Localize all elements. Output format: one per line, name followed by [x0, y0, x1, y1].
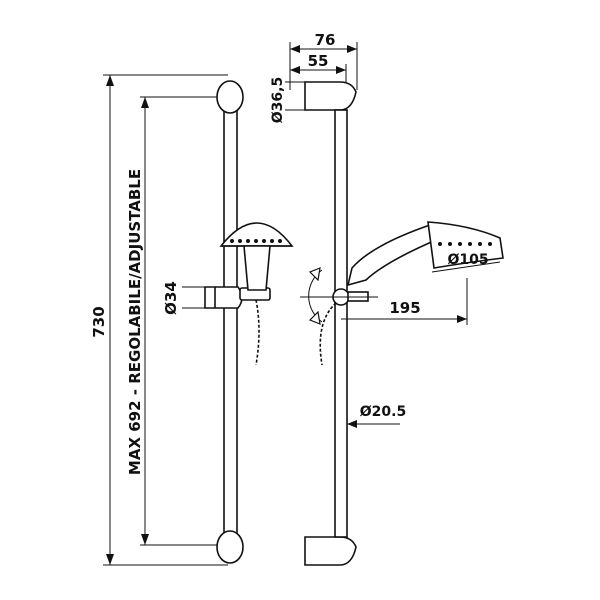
slider-holder — [204, 286, 243, 309]
label-total-height: 730 — [90, 306, 108, 337]
shower-head-side — [427, 221, 504, 269]
side-view: 76 55 Ø36,5 Ø20.5 Ø105 — [270, 31, 504, 566]
hose-front — [255, 299, 260, 366]
nozzles-front — [230, 239, 282, 243]
hose-side — [319, 302, 337, 366]
shower-handle-front — [243, 245, 271, 291]
label-bracket-width: 76 — [315, 31, 336, 49]
bottom-bracket — [216, 530, 244, 564]
slide-bar — [223, 94, 238, 551]
label-head-diameter: Ø105 — [447, 252, 488, 268]
dim-arrow-top — [106, 75, 114, 86]
label-arm-length: 195 — [389, 299, 420, 317]
label-bracket-center: 55 — [308, 52, 329, 70]
label-slider-diameter: Ø34 — [162, 281, 180, 315]
nozzles-side — [438, 242, 492, 246]
label-bracket-diameter: Ø36,5 — [270, 77, 286, 123]
front-view: 730 MAX 692 - REGOLABILE/ADJUSTABLE Ø34 — [90, 74, 294, 566]
dim-arrow-bottom — [106, 554, 114, 565]
label-bar-diameter: Ø20.5 — [360, 404, 406, 420]
top-bracket-side — [304, 81, 357, 111]
dim-arrow-adj-bottom — [141, 534, 149, 545]
dim-arrow-adj-top — [141, 97, 149, 108]
slide-bar-side — [334, 109, 348, 538]
label-adjustable-range: MAX 692 - REGOLABILE/ADJUSTABLE — [126, 169, 144, 475]
top-bracket — [216, 80, 244, 114]
bottom-bracket-side — [304, 536, 357, 566]
shower-handle-side — [346, 223, 438, 287]
